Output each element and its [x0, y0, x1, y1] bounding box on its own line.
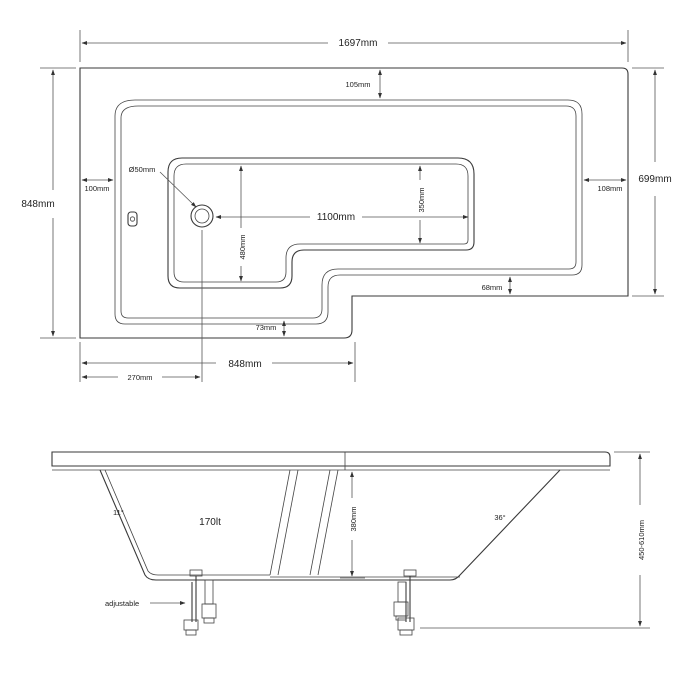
dim-rim-bottom: 73mm	[256, 323, 277, 332]
foot-angle-label: 36°	[494, 513, 505, 522]
adjustable-legs-label: adjustable	[105, 599, 139, 608]
basin-outline	[167, 157, 475, 289]
dim-rim-step: 68mm	[482, 283, 503, 292]
plan-view: 1697mm 848mm 699mm 105mm 100mm 108mm 68m…	[21, 30, 672, 382]
dim-waste-offset: 270mm	[127, 373, 152, 382]
waste-outlet	[190, 204, 214, 228]
bath-outer-outline	[79, 67, 629, 339]
overflow	[127, 211, 138, 227]
dim-rim-top: 105mm	[345, 80, 370, 89]
dim-overall-width: 848mm	[21, 199, 54, 210]
leg-left	[183, 569, 217, 636]
dim-depth: 380mm	[349, 506, 358, 531]
side-rim	[51, 451, 611, 467]
dim-rim-left: 100mm	[84, 184, 109, 193]
leg-right	[393, 569, 417, 636]
bath-inner-rim	[114, 99, 583, 325]
dim-overall-length: 1697mm	[339, 38, 378, 49]
waste-diameter-label: Ø50mm	[129, 165, 156, 174]
dim-step-length: 848mm	[228, 359, 261, 370]
capacity-label: 170lt	[199, 517, 221, 528]
basin-inner-line	[173, 163, 469, 283]
dim-basin-wide: 480mm	[238, 234, 247, 259]
dim-basin-narrow: 350mm	[417, 187, 426, 212]
dim-basin-length: 1100mm	[317, 212, 355, 223]
dim-rim-right: 108mm	[597, 184, 622, 193]
dim-height-range: 450-610mm	[637, 520, 646, 560]
bath-inner-rim-2	[120, 105, 577, 319]
side-view: 11° 170lt 36° 380mm 450-610mm	[51, 451, 650, 636]
dim-short-end-width: 699mm	[638, 174, 671, 185]
head-angle-label: 11°	[113, 508, 124, 517]
side-body	[99, 469, 561, 581]
